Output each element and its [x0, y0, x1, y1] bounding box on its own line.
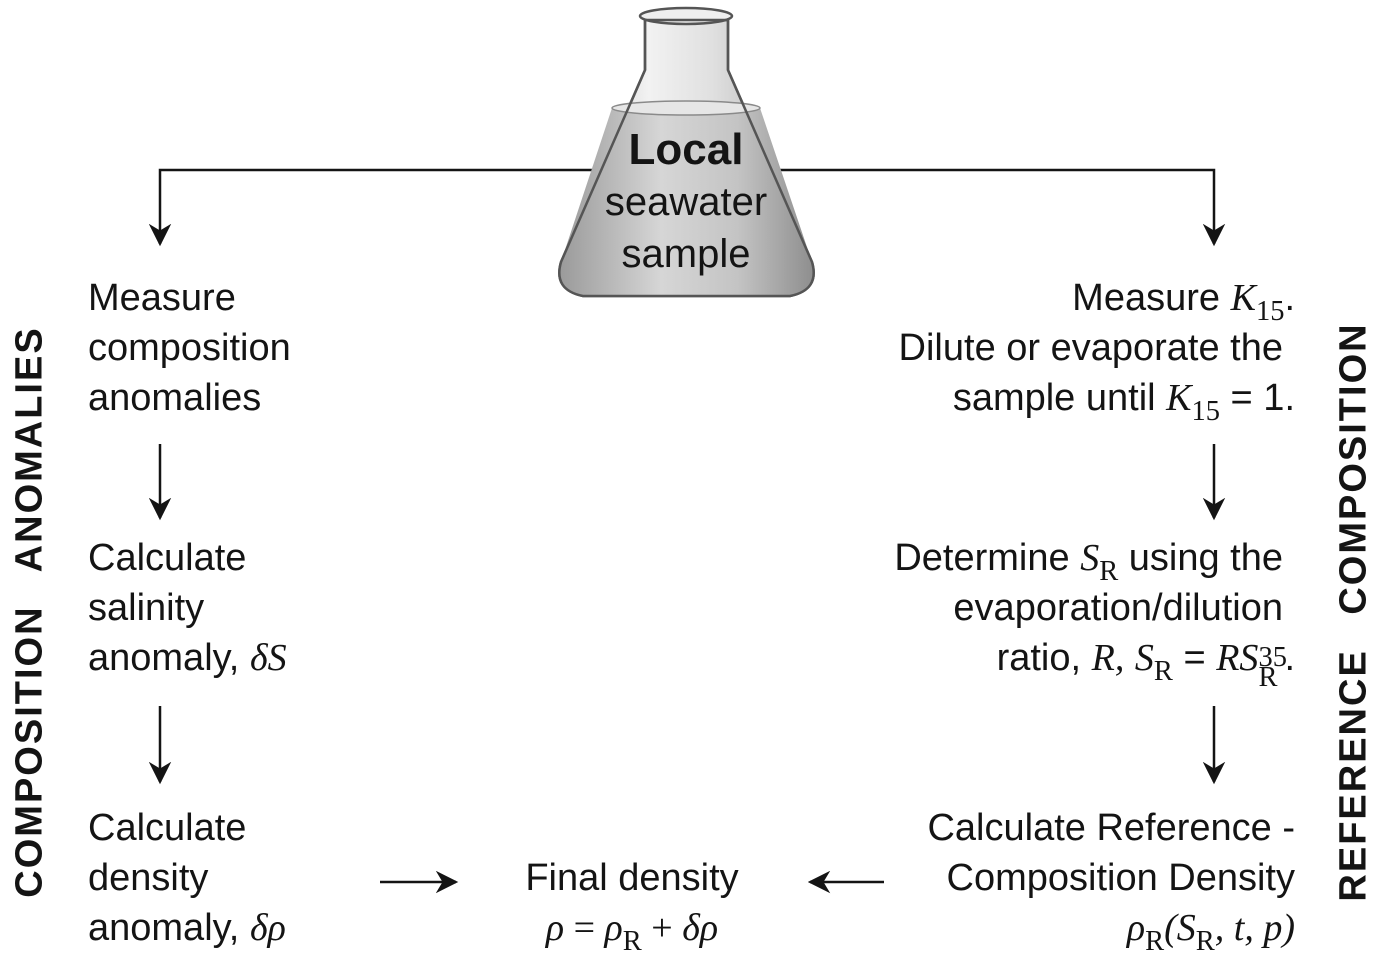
connector-right-arrow: [772, 168, 1226, 247]
left-step-salinity: Calculate salinity anomaly, δS: [88, 533, 287, 683]
ratio-text: ratio,: [996, 637, 1092, 679]
side-label-right: REFERENCE COMPOSITION: [1332, 322, 1373, 902]
s-symbol-2: S: [1134, 637, 1154, 679]
right-step3-line3: ρR(SR, t, p): [927, 903, 1295, 956]
right-step1-text3: sample until: [952, 377, 1167, 419]
final-plus: +: [641, 907, 683, 949]
right-step2-line2: evaporation/dilution: [953, 587, 1283, 629]
s-subscript-2: R: [1153, 655, 1173, 687]
s-subscript-3: R: [1195, 925, 1215, 957]
left-step1-line1: Measure: [88, 277, 236, 319]
flask-label-line2: seawater: [604, 180, 768, 224]
final-rho-r-subscript: R: [622, 925, 642, 957]
k-subscript-2: 15: [1191, 395, 1221, 427]
right-step1-end: .: [1284, 277, 1295, 319]
density-anomaly-symbol: δρ: [249, 907, 286, 949]
final-rho: ρ: [545, 907, 565, 949]
final-density-equation: ρ = ρR + δρ: [482, 903, 782, 956]
right-step2-line1: Determine SR using the: [894, 533, 1283, 586]
right-step-reference-density: Calculate Reference - Composition Densit…: [927, 803, 1295, 956]
left-step3-text: anomaly,: [88, 907, 250, 949]
k-symbol-2: K: [1166, 377, 1192, 419]
right-step2-end3: .: [1284, 637, 1295, 679]
final-rho-r: ρ: [604, 907, 623, 949]
left-step1-line2: composition: [88, 327, 291, 369]
open-paren: (: [1164, 907, 1177, 949]
s-subscript: R: [1099, 555, 1119, 587]
salinity-anomaly-symbol: δS: [249, 637, 287, 679]
right-step1-line1: Measure K15.: [899, 273, 1295, 326]
s-symbol-3: S: [1176, 907, 1196, 949]
side-label-left: COMPOSITION ANOMALIES: [8, 326, 51, 898]
k-symbol: K: [1230, 277, 1256, 319]
final-density: Final density ρ = ρR + δρ: [482, 853, 782, 956]
right-step1-line2: Dilute or evaporate the: [898, 327, 1283, 369]
s-symbol: S: [1080, 537, 1100, 579]
left-step2-line1: Calculate: [88, 537, 247, 579]
left-step-measure: Measure composition anomalies: [88, 273, 291, 423]
left-step-density: Calculate density anomaly, δρ: [88, 803, 286, 953]
rs-symbol: RS: [1216, 637, 1259, 679]
left-step2-line3: anomaly, δS: [88, 633, 287, 683]
right-step-determine: Determine SR using the evaporation/dilut…: [894, 533, 1295, 692]
right-step2-end: using the: [1118, 537, 1283, 579]
rho-symbol: ρ: [1126, 907, 1146, 949]
right-step1-text: Measure: [1072, 277, 1231, 319]
final-equals: =: [564, 907, 605, 949]
left-step3-line1: Calculate: [88, 807, 247, 849]
right-step3-line2: Composition Density: [946, 857, 1295, 899]
final-delta-rho: δρ: [682, 907, 719, 949]
left-step2-line2: salinity: [88, 587, 205, 629]
right-step1-end3: = 1.: [1220, 377, 1295, 419]
flask-label-line3: sample: [621, 232, 751, 276]
right-step3-line1: Calculate Reference -: [927, 807, 1295, 849]
left-step1-line3: anomalies: [88, 377, 262, 419]
equals-sign: =: [1172, 637, 1217, 679]
left-step3-line3: anomaly, δρ: [88, 903, 286, 953]
final-density-label: Final density: [525, 857, 739, 899]
flask-icon: [558, 6, 815, 298]
left-step3-line2: density: [88, 857, 209, 899]
flask-label: Local seawater sample: [576, 124, 796, 280]
connector-left-arrow: [148, 168, 600, 247]
rho-subscript: R: [1145, 925, 1165, 957]
t-p-args: , t, p): [1214, 907, 1295, 949]
r-symbol: R,: [1091, 637, 1125, 679]
top-connector: [148, 168, 1226, 247]
k-subscript: 15: [1255, 295, 1285, 327]
right-step1-line3: sample until K15 = 1.: [899, 373, 1295, 426]
left-step2-text: anomaly,: [88, 637, 250, 679]
flask-label-line1: Local: [628, 125, 744, 174]
right-step-measure: Measure K15. Dilute or evaporate the sam…: [898, 273, 1295, 426]
right-step2-text: Determine: [894, 537, 1081, 579]
